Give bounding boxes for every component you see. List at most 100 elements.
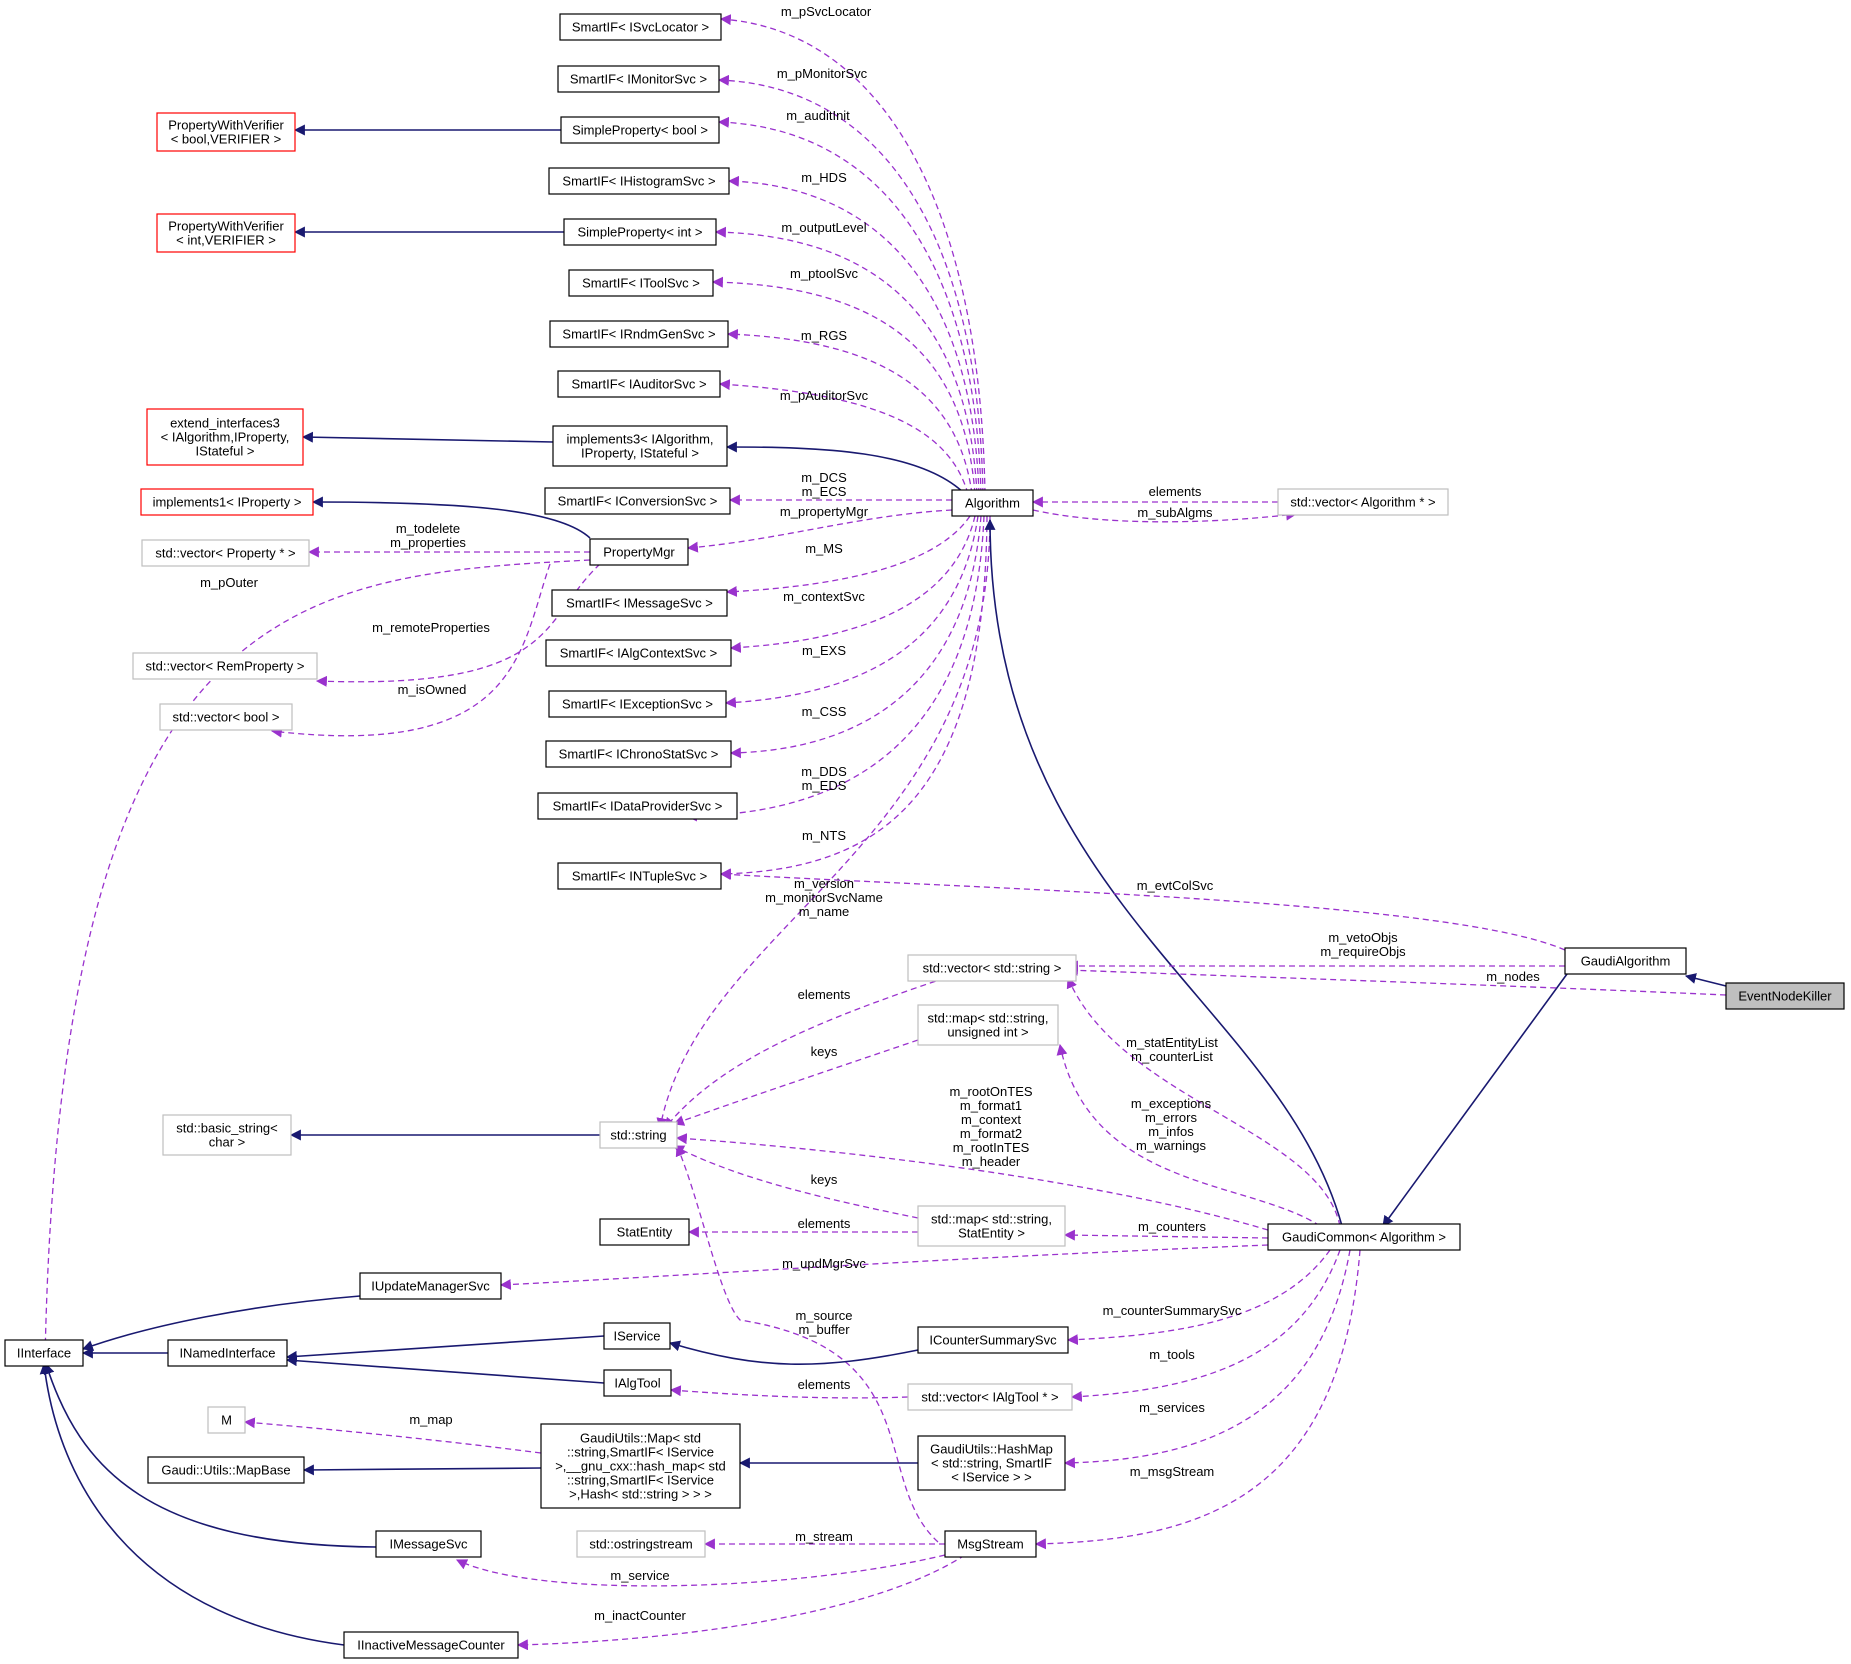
node-vec-prop-ptr[interactable]: std::vector< Property * > — [141, 539, 310, 567]
node-exception-svc[interactable]: SmartIF< IExceptionSvc > — [548, 690, 727, 718]
node-gaudi-algorithm[interactable]: GaudiAlgorithm — [1564, 947, 1687, 975]
node-ext-if3[interactable]: extend_interfaces3< IAlgorithm,IProperty… — [146, 408, 304, 466]
node-spbool[interactable]: SimpleProperty< bool > — [560, 116, 720, 144]
edge-label-css: m_CSS — [802, 704, 847, 719]
node-box — [563, 218, 717, 246]
node-label: StatEntity > — [958, 1226, 1025, 1241]
node-iinactive[interactable]: IInactiveMessageCounter — [343, 1631, 519, 1659]
edge-label-rootontes: m_context — [961, 1112, 1021, 1127]
edge-label-version: m_version — [794, 876, 854, 891]
node-box — [1725, 982, 1845, 1010]
edge-m-updmgrsvc — [499, 1244, 1269, 1290]
edge-label-svclocator: m_pSvcLocator — [781, 4, 872, 19]
node-svc-locator[interactable]: SmartIF< ISvcLocator > — [559, 13, 722, 41]
node-basic-string[interactable]: std::basic_string<char > — [162, 1114, 292, 1156]
node-m[interactable]: M — [207, 1406, 246, 1434]
node-stat-entity[interactable]: StatEntity — [599, 1218, 690, 1246]
node-hash-map[interactable]: GaudiUtils::HashMap< std::string, SmartI… — [917, 1435, 1066, 1491]
node-data-provider-svc[interactable]: SmartIF< IDataProviderSvc > — [537, 792, 738, 820]
node-rndm-gen-svc[interactable]: SmartIF< IRndmGenSvc > — [549, 320, 729, 348]
edge-iupdatemanager-iinterface — [81, 1295, 361, 1351]
node-map-str-stat[interactable]: std::map< std::string,StatEntity > — [917, 1205, 1066, 1247]
node-vec-string[interactable]: std::vector< std::string > — [907, 954, 1077, 982]
node-iinterface[interactable]: IInterface — [4, 1339, 84, 1367]
edge-label-hds: m_HDS — [801, 170, 847, 185]
node-pwvbool[interactable]: PropertyWithVerifier< bool,VERIFIER > — [156, 112, 296, 152]
node-label: std::vector< bool > — [173, 710, 280, 725]
edge-label-source: m_buffer — [798, 1322, 850, 1337]
node-conversion-svc[interactable]: SmartIF< IConversionSvc > — [544, 487, 731, 515]
node-map-base[interactable]: Gaudi::Utils::MapBase — [147, 1456, 305, 1484]
node-event-node-killer[interactable]: EventNodeKiller — [1725, 982, 1845, 1010]
node-box — [551, 589, 728, 617]
node-label: MsgStream — [957, 1537, 1023, 1552]
node-map-str-uint[interactable]: std::map< std::string,unsigned int > — [917, 1004, 1059, 1046]
node-utils-map[interactable]: GaudiUtils::Map< std::string,SmartIF< IS… — [540, 1423, 741, 1509]
edge-impl3-extif3 — [301, 431, 554, 443]
node-spint[interactable]: SimpleProperty< int > — [563, 218, 717, 246]
node-impl1[interactable]: implements1< IProperty > — [140, 488, 314, 516]
node-vec-alg-ptr[interactable]: std::vector< Algorithm * > — [1277, 488, 1449, 516]
edge-propertymgr-impl1 — [311, 496, 591, 539]
edge-label-countersummary: m_counterSummarySvc — [1103, 1303, 1242, 1318]
edge-utilsmap-mapbase — [302, 1464, 542, 1476]
node-std-string[interactable]: std::string — [599, 1121, 678, 1149]
node-box — [917, 1326, 1069, 1354]
node-label: IAlgTool — [614, 1376, 660, 1391]
edge-m-outputlevel — [714, 226, 978, 495]
node-vec-alg-tool[interactable]: std::vector< IAlgTool * > — [907, 1383, 1073, 1411]
node-message-svc-if[interactable]: SmartIF< IMessageSvc > — [551, 589, 728, 617]
node-label: SmartIF< ISvcLocator > — [572, 20, 709, 35]
node-chrono-stat-svc[interactable]: SmartIF< IChronoStatSvc > — [545, 740, 732, 768]
edge-icountersummary-iservice — [668, 1340, 919, 1365]
node-auditor-svc[interactable]: SmartIF< IAuditorSvc > — [557, 370, 721, 398]
edge-labels: m_pSvcLocatorm_pMonitorSvcm_auditInitm_H… — [200, 4, 1540, 1623]
node-impl3[interactable]: implements3< IAlgorithm,IProperty, IStat… — [552, 425, 728, 467]
node-label: std::vector< Algorithm * > — [1290, 495, 1435, 510]
node-imessage-svc[interactable]: IMessageSvc — [375, 1530, 482, 1558]
edge-label-propertymgr: m_propertyMgr — [780, 504, 869, 519]
node-property-mgr[interactable]: PropertyMgr — [589, 538, 689, 566]
edge-label-rootontes: m_format2 — [960, 1126, 1022, 1141]
node-label: ICounterSummarySvc — [929, 1333, 1057, 1348]
node-box — [1277, 488, 1449, 516]
node-box — [545, 639, 732, 667]
node-ialg-tool[interactable]: IAlgTool — [603, 1369, 672, 1397]
edge-label-dds-eds: m_EDS — [802, 778, 847, 793]
edge-imessagesvc-iinterface — [43, 1362, 377, 1548]
node-alg-context-svc[interactable]: SmartIF< IAlgContextSvc > — [545, 639, 732, 667]
edge-m-pouter — [39, 559, 591, 1362]
edge-label-counters: m_counters — [1138, 1219, 1206, 1234]
edge-m-version — [656, 515, 991, 1130]
edge-label-pauditorsvc: m_pAuditorSvc — [780, 388, 869, 403]
diagram-nodes: SmartIF< ISvcLocator > SmartIF< IMonitorS… — [4, 13, 1845, 1659]
node-histogram-svc[interactable]: SmartIF< IHistogramSvc > — [548, 167, 730, 195]
node-gaudi-common[interactable]: GaudiCommon< Algorithm > — [1267, 1223, 1461, 1251]
node-iupdate-manager-svc[interactable]: IUpdateManagerSvc — [359, 1272, 502, 1300]
node-vec-bool[interactable]: std::vector< bool > — [159, 703, 293, 731]
edge-label-evtcolsvc: m_evtColSvc — [1137, 878, 1214, 893]
node-ostring-stream[interactable]: std::ostringstream — [576, 1530, 706, 1558]
node-label: INamedInterface — [179, 1346, 275, 1361]
node-monitor-svc[interactable]: SmartIF< IMonitorSvc > — [557, 65, 720, 93]
node-msg-stream[interactable]: MsgStream — [944, 1530, 1037, 1558]
edge-gaudicommon-algorithm — [984, 518, 1343, 1227]
edge-label-elements-tool: elements — [798, 1377, 851, 1392]
node-label: Algorithm — [965, 496, 1020, 511]
edge-m-msgstream — [1034, 1249, 1361, 1550]
node-inamed-interface[interactable]: INamedInterface — [167, 1339, 288, 1367]
edge-keys1 — [672, 1039, 919, 1126]
node-vec-rem-prop[interactable]: std::vector< RemProperty > — [132, 652, 318, 680]
node-icounter-summary-svc[interactable]: ICounterSummarySvc — [917, 1326, 1069, 1354]
node-iservice[interactable]: IService — [603, 1322, 671, 1350]
edge-label-pouter: m_pOuter — [200, 575, 258, 590]
edge-label-rootontes: m_rootOnTES — [949, 1084, 1032, 1099]
node-pwvint[interactable]: PropertyWithVerifier< int,VERIFIER > — [156, 213, 296, 253]
edge-label-service: m_service — [610, 1568, 669, 1583]
node-label: SmartIF< IToolSvc > — [582, 276, 700, 291]
node-algorithm[interactable]: Algorithm — [951, 489, 1034, 517]
node-tool-svc[interactable]: SmartIF< IToolSvc > — [568, 269, 714, 297]
node-ntuple-svc[interactable]: SmartIF< INTupleSvc > — [557, 862, 722, 890]
edge-m-rgs — [726, 328, 973, 495]
edge-m-counters — [1063, 1229, 1269, 1241]
